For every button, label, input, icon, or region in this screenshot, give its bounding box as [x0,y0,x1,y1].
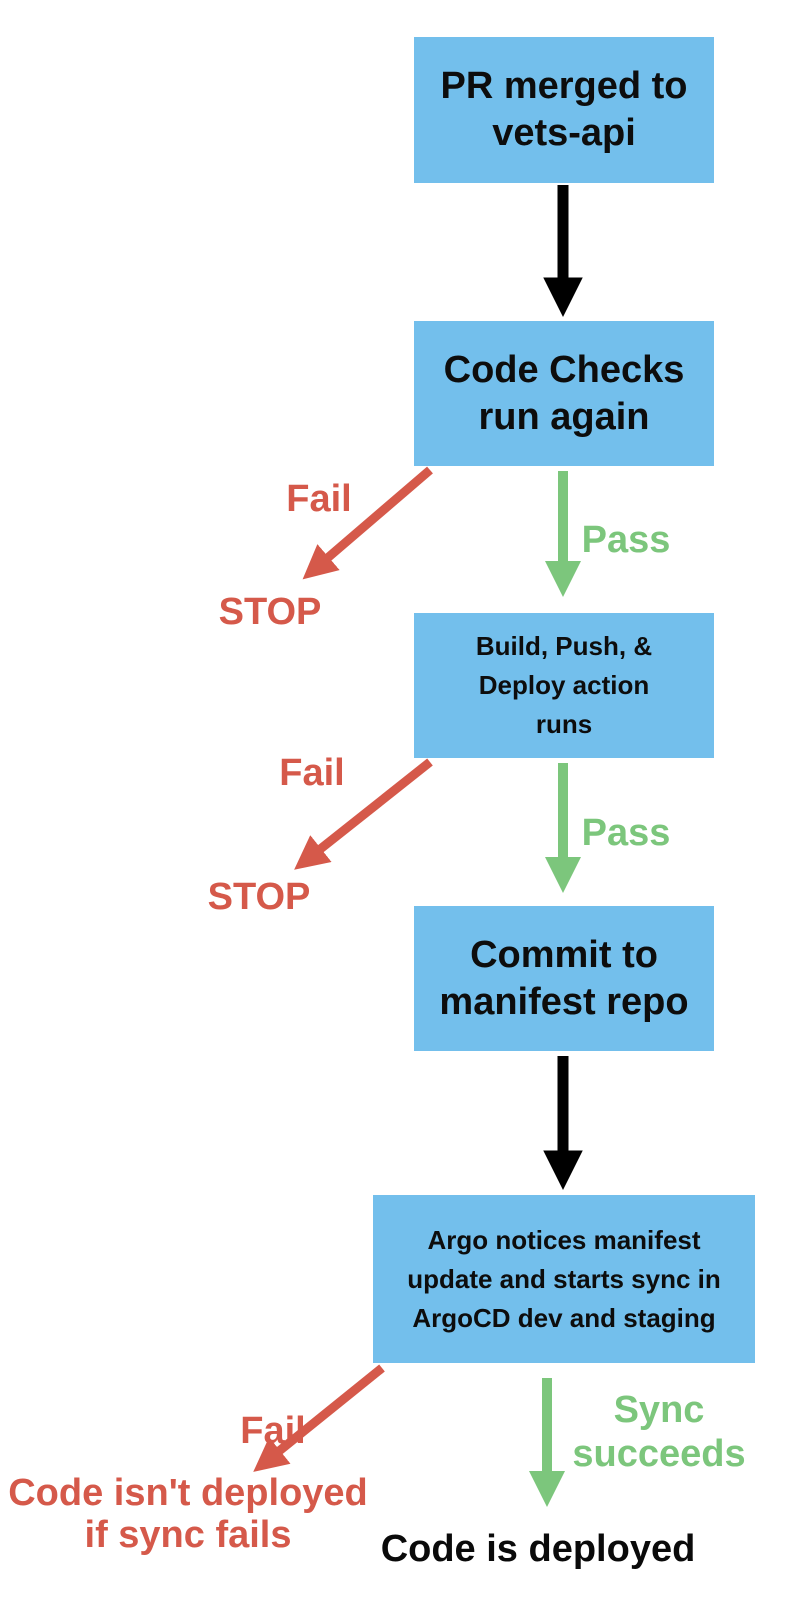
node-text-line: runs [535,709,593,739]
label-build-pass: Pass [581,812,671,854]
label-sync-fail-outcome: Code isn't deployed if sync fails [8,1472,368,1556]
node-text-line: PR merged to [440,65,688,107]
arrow-sync-fail [253,1364,385,1472]
label-sync-fail: Fail [240,1410,306,1452]
node-commit-manifest: Commit to manifest repo [414,906,714,1051]
label-checks-stop: STOP [218,591,322,633]
label-checks-pass: Pass [581,519,671,561]
label-text-line: Sync [613,1389,705,1431]
label-code-deployed: Code is deployed [380,1528,696,1570]
label-sync-succeeds: Sync succeeds [572,1388,745,1476]
node-text-line: Deploy action [478,670,650,700]
node-text-line: Commit to [470,933,658,976]
label-text-line: if sync fails [84,1514,292,1556]
node-text-line: ArgoCD dev and staging [412,1302,716,1333]
node-argo-sync: Argo notices manifest update and starts … [373,1195,755,1363]
node-code-checks: Code Checks run again [414,321,714,466]
node-build-push-deploy: Build, Push, & Deploy action runs [414,613,714,758]
node-pr-merged: PR merged to vets-api [414,37,714,183]
label-checks-fail: Fail [286,478,352,520]
node-text-line: update and starts sync in [407,1263,721,1294]
node-text-line: vets-api [492,112,636,154]
node-text-line: run again [478,395,650,438]
node-text-line: Argo notices manifest [427,1224,701,1255]
node-text-line: Build, Push, & [475,631,653,661]
arrow-build-fail [294,758,433,870]
label-build-fail: Fail [279,752,345,794]
node-text-line: manifest repo [439,980,689,1023]
label-build-stop: STOP [207,876,311,918]
arrow-checks-fail [302,466,433,580]
label-text-line: Code isn't deployed [8,1472,368,1514]
label-text-line: succeeds [572,1433,746,1475]
node-text-line: Code Checks [443,348,685,391]
